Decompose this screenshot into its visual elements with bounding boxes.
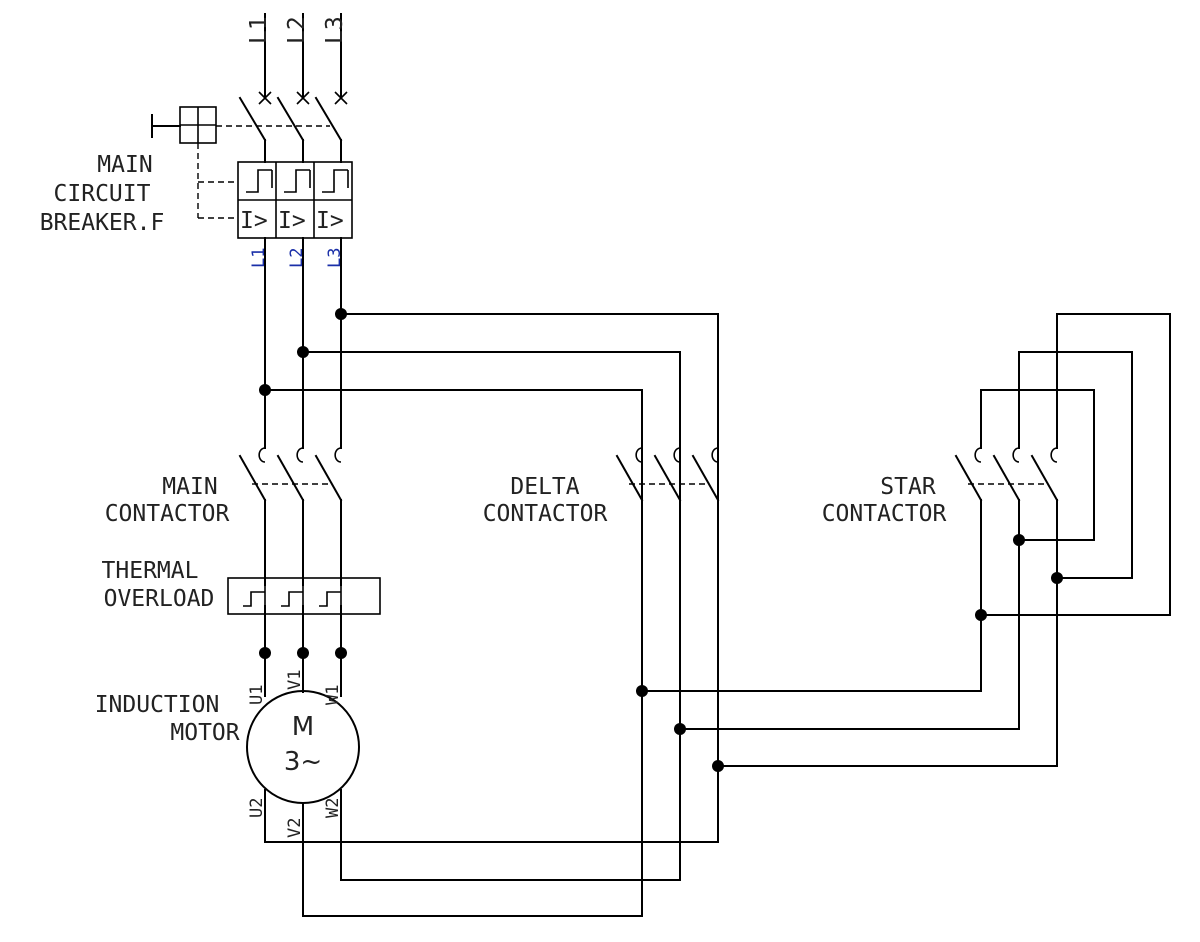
motor-terminal-w1: W1	[323, 685, 343, 705]
motor-terminal-v1: V1	[285, 670, 305, 690]
thermal-overload-label-line-1: THERMAL	[102, 558, 199, 584]
delta-contactor-label-line-2: CONTACTOR	[483, 501, 608, 527]
main-contactor	[238, 447, 343, 586]
star-contactor-label-line-2: CONTACTOR	[822, 501, 947, 527]
motor-terminal-u2: U2	[247, 798, 267, 818]
supply-label-l2: L2	[284, 16, 310, 44]
supply-lines	[258, 13, 348, 105]
motor-symbol: M	[292, 712, 314, 742]
feed-lines	[259, 237, 719, 449]
motor-label-line-2: MOTOR	[170, 720, 239, 746]
star-contactor	[641, 313, 1171, 767]
star-contactor-label-line-1: STAR	[880, 474, 936, 500]
supply-label-l1: L1	[246, 16, 272, 44]
motor-label-line-1: INDUCTION	[95, 692, 220, 718]
breaker-trip-symbol-1: I>	[240, 208, 268, 234]
breaker-trip-symbol-3: I>	[316, 208, 344, 234]
main-contactor-label-line-1: MAIN	[162, 474, 217, 500]
thermal-overload	[227, 577, 381, 697]
motor-phase-symbol: 3~	[284, 747, 322, 777]
breaker-label-line-2: CIRCUIT	[54, 181, 151, 207]
motor-terminal-u1: U1	[247, 685, 267, 705]
thermal-overload-label-line-2: OVERLOAD	[104, 586, 215, 612]
motor-terminal-w2: W2	[323, 798, 343, 818]
breaker-trip-symbol-2: I>	[278, 208, 306, 234]
breaker-label-line-1: MAIN	[97, 152, 152, 178]
delta-contactor	[615, 447, 724, 917]
main-contactor-label-line-2: CONTACTOR	[105, 501, 230, 527]
breaker-label-line-3: BREAKER.F	[40, 210, 165, 236]
main-circuit-breaker	[151, 96, 353, 239]
delta-contactor-label-line-1: DELTA	[510, 474, 579, 500]
motor-terminal-v2: V2	[285, 818, 305, 838]
supply-label-l3: L3	[322, 16, 348, 44]
